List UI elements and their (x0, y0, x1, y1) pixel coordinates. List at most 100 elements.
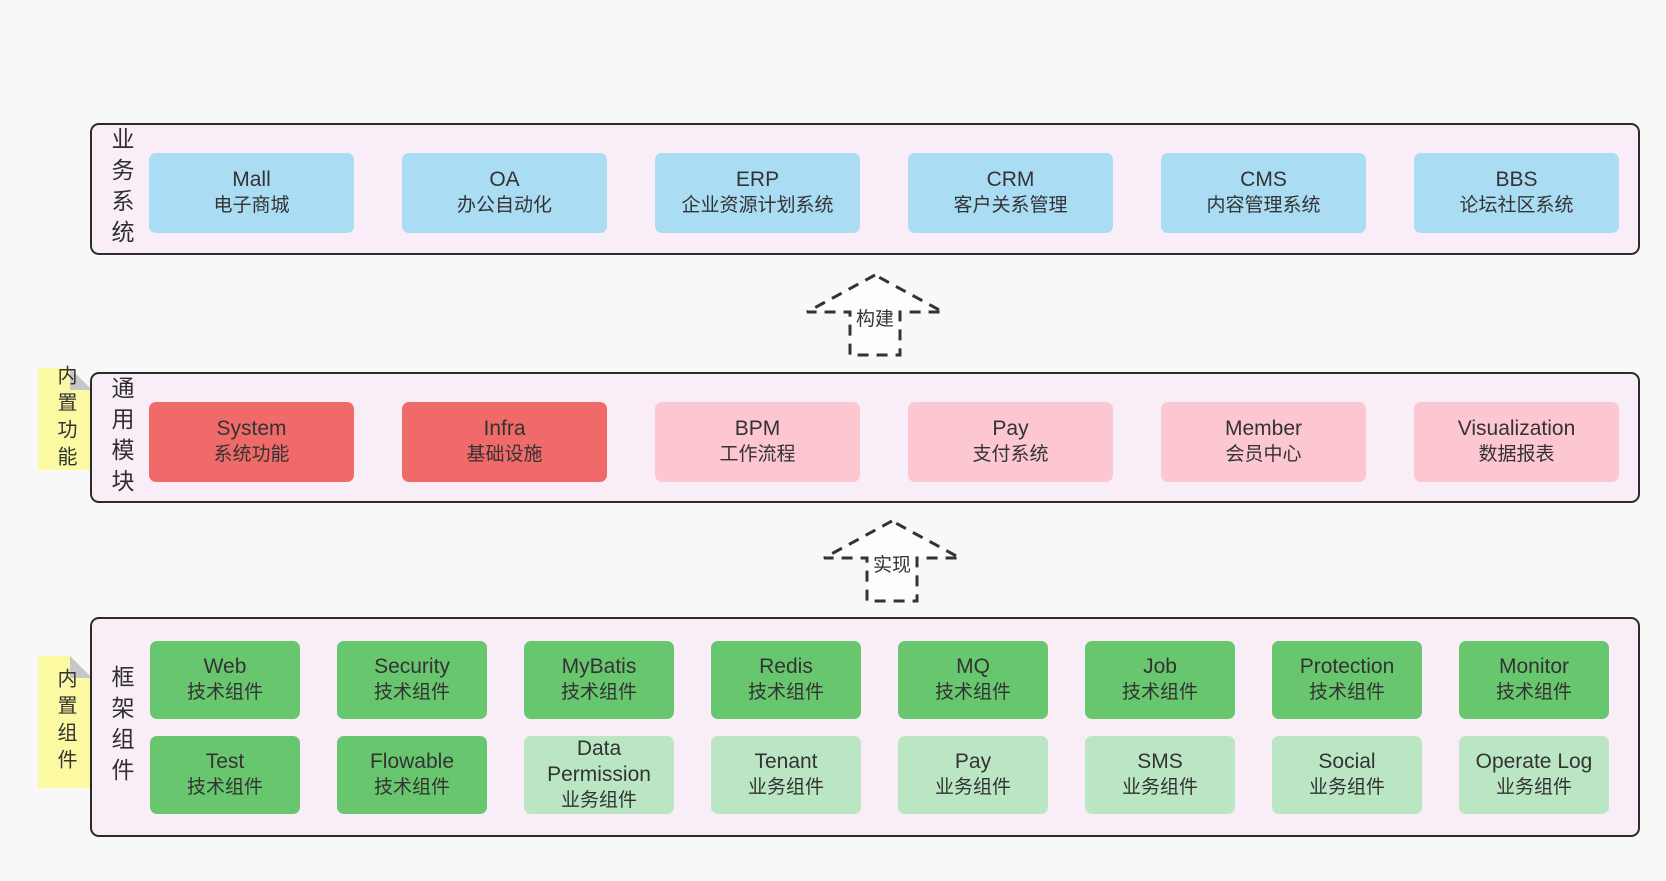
box-title: OA (489, 168, 520, 191)
box-title: Test (205, 750, 245, 773)
component-box-social: Social 业务组件 (1272, 736, 1422, 814)
component-box-sms: SMS 业务组件 (1085, 736, 1235, 814)
component-box-redis: Redis 技术组件 (711, 641, 861, 719)
box-subtitle: 企业资源计划系统 (681, 195, 834, 216)
box-subtitle: 技术组件 (1495, 682, 1572, 703)
box-subtitle: 论坛社区系统 (1459, 195, 1574, 216)
box-title: Pay (954, 750, 992, 773)
box-title: Web (203, 655, 247, 678)
box-subtitle: 工作流程 (719, 444, 796, 465)
box-title: BPM (734, 417, 781, 440)
arrow-implement-label: 实现 (869, 550, 915, 577)
component-box-member: Member 会员中心 (1161, 402, 1366, 482)
layer-framework-components: 框架组件 Web 技术组件 Security 技术组件 MyBatis 技术组件 (90, 617, 1640, 837)
box-subtitle: 技术组件 (1121, 682, 1198, 703)
component-box-flowable: Flowable 技术组件 (337, 736, 487, 814)
component-box-data-permission: Data Permission 业务组件 (524, 736, 674, 814)
box-subtitle: 技术组件 (373, 682, 450, 703)
arrow-implement: 实现 (822, 519, 962, 603)
component-box-test: Test 技术组件 (150, 736, 300, 814)
box-subtitle: 客户关系管理 (953, 195, 1068, 216)
box-subtitle: 技术组件 (1308, 682, 1385, 703)
box-subtitle: 技术组件 (560, 682, 637, 703)
component-box-operate-log: Operate Log 业务组件 (1459, 736, 1609, 814)
layer-label-framework-components: 框架组件 (108, 665, 134, 789)
box-title: CRM (986, 168, 1035, 191)
component-box-visualization: Visualization 数据报表 (1414, 402, 1619, 482)
component-box-security: Security 技术组件 (337, 641, 487, 719)
layer-business-systems: 业务系统 Mall 电子商城 OA 办公自动化 ERP 企业资源计划系统 (90, 123, 1640, 255)
arrow-build: 构建 (805, 273, 945, 357)
sticky-label: 内置功能 (54, 365, 76, 473)
box-subtitle: 基础设施 (466, 444, 543, 465)
box-title: MQ (956, 655, 990, 678)
box-subtitle: 业务组件 (1308, 777, 1385, 798)
box-subtitle: 业务组件 (934, 777, 1011, 798)
component-box-job: Job 技术组件 (1085, 641, 1235, 719)
box-subtitle: 会员中心 (1225, 444, 1302, 465)
box-title: Job (1143, 655, 1177, 678)
box-title: System (216, 417, 287, 440)
box-title: Security (374, 655, 450, 678)
box-title: Member (1224, 417, 1303, 440)
component-box-mybatis: MyBatis 技术组件 (524, 641, 674, 719)
box-title: ERP (735, 168, 780, 191)
box-title: SMS (1137, 750, 1183, 773)
module-box-row: System 系统功能 Infra 基础设施 BPM 工作流程 Pay 支付系统 (149, 402, 1619, 482)
box-title: Tenant (754, 750, 818, 773)
box-subtitle: 技术组件 (373, 777, 450, 798)
box-subtitle: 技术组件 (186, 682, 263, 703)
layer-label-business-systems: 业务系统 (108, 127, 134, 251)
component-box-mq: MQ 技术组件 (898, 641, 1048, 719)
box-subtitle: 内容管理系统 (1206, 195, 1321, 216)
layer-common-modules: 通用模块 System 系统功能 Infra 基础设施 BPM 工作流程 (90, 372, 1640, 503)
box-title: CMS (1240, 168, 1287, 191)
box-subtitle: 数据报表 (1478, 444, 1555, 465)
component-box-infra: Infra 基础设施 (402, 402, 607, 482)
sticky-note-builtin-components: 内置组件 (38, 656, 92, 788)
box-title: Pay (992, 417, 1029, 440)
framework-box-grid: Web 技术组件 Security 技术组件 MyBatis 技术组件 Redi… (150, 641, 1609, 814)
component-box-erp: ERP 企业资源计划系统 (655, 153, 860, 233)
box-title: Redis (759, 655, 813, 678)
box-subtitle: 办公自动化 (456, 195, 552, 216)
component-box-bbs: BBS 论坛社区系统 (1414, 153, 1619, 233)
layer-label-common-modules: 通用模块 (108, 375, 134, 500)
box-title: Monitor (1498, 655, 1570, 678)
box-title: Infra (483, 417, 526, 440)
box-title: Mall (232, 168, 271, 191)
component-box-oa: OA 办公自动化 (402, 153, 607, 233)
business-box-row: Mall 电子商城 OA 办公自动化 ERP 企业资源计划系统 CRM 客户关系… (149, 153, 1619, 233)
box-title: Protection (1299, 655, 1395, 678)
component-box-pay: Pay 业务组件 (898, 736, 1048, 814)
box-subtitle: 支付系统 (972, 444, 1049, 465)
box-subtitle: 业务组件 (747, 777, 824, 798)
component-box-mall: Mall 电子商城 (149, 153, 354, 233)
box-subtitle: 业务组件 (1495, 777, 1572, 798)
box-subtitle: 业务组件 (560, 790, 637, 811)
box-subtitle: 技术组件 (747, 682, 824, 703)
sticky-paper (38, 656, 92, 788)
box-title: Visualization (1457, 417, 1576, 440)
box-title: Operate Log (1475, 750, 1593, 773)
box-title: Social (1318, 750, 1376, 773)
component-box-system: System 系统功能 (149, 402, 354, 482)
component-box-crm: CRM 客户关系管理 (908, 153, 1113, 233)
box-title: Data Permission (547, 737, 651, 786)
box-subtitle: 系统功能 (213, 444, 290, 465)
arrow-build-label: 构建 (852, 304, 898, 331)
component-box-web: Web 技术组件 (150, 641, 300, 719)
sticky-note-builtin-features: 内置功能 (38, 365, 92, 473)
box-title: Flowable (369, 750, 455, 773)
box-subtitle: 技术组件 (934, 682, 1011, 703)
sticky-label: 内置组件 (54, 668, 76, 776)
component-box-cms: CMS 内容管理系统 (1161, 153, 1366, 233)
component-box-bpm: BPM 工作流程 (655, 402, 860, 482)
component-box-pay: Pay 支付系统 (908, 402, 1113, 482)
component-box-protection: Protection 技术组件 (1272, 641, 1422, 719)
box-subtitle: 电子商城 (213, 195, 290, 216)
component-box-monitor: Monitor 技术组件 (1459, 641, 1609, 719)
box-title: BBS (1495, 168, 1538, 191)
box-title: MyBatis (561, 655, 637, 678)
component-box-tenant: Tenant 业务组件 (711, 736, 861, 814)
